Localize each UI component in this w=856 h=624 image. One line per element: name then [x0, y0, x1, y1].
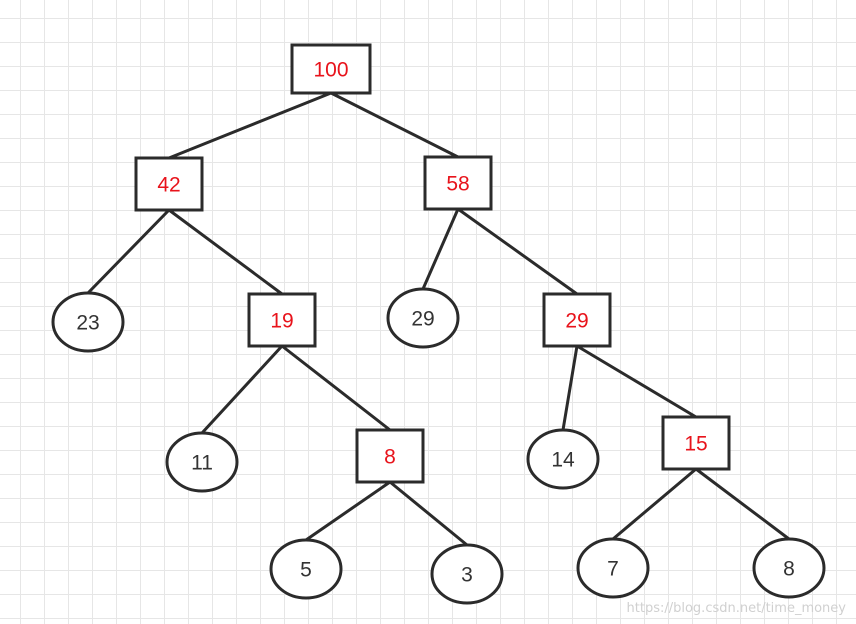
node-box	[423, 155, 493, 211]
leaf-node-n7: 7	[576, 537, 650, 599]
node-value: 23	[76, 312, 99, 335]
node-value: 29	[411, 308, 434, 331]
leaf-node-n14: 14	[526, 428, 600, 490]
edge-n15-n7	[611, 467, 698, 541]
node-ellipse	[430, 543, 504, 605]
node-box	[542, 292, 612, 348]
node-box	[247, 292, 317, 348]
node-value: 8	[384, 446, 396, 469]
node-value: 19	[270, 310, 293, 333]
watermark-text: https://blog.csdn.net/time_money	[626, 601, 846, 616]
node-value: 8	[783, 558, 795, 581]
node-ellipse	[386, 287, 460, 349]
edge-n29b-n15	[575, 344, 698, 419]
tree-nodes: 100 42 58 23 19 29 29 11 8 14 15 5 3 7 8	[51, 43, 826, 605]
node-value: 5	[300, 559, 312, 582]
leaf-node-n3: 3	[430, 543, 504, 605]
internal-node-n15: 15	[661, 415, 731, 471]
node-box	[661, 415, 731, 471]
edge-n8a-n3	[388, 480, 469, 547]
leaf-node-n11: 11	[165, 431, 239, 493]
edge-n42-n19	[167, 208, 284, 296]
internal-node-n100: 100	[290, 43, 372, 95]
node-value: 42	[157, 174, 180, 197]
internal-node-n29b: 29	[542, 292, 612, 348]
node-value: 11	[191, 452, 213, 475]
internal-node-n42: 42	[134, 156, 204, 212]
node-ellipse	[51, 291, 125, 353]
edge-n8a-n5	[304, 480, 392, 542]
edge-n100-n58	[329, 91, 460, 159]
edge-n19-n8a	[280, 344, 392, 432]
node-ellipse	[526, 428, 600, 490]
node-ellipse	[165, 431, 239, 493]
edge-n29b-n14	[561, 344, 579, 432]
edge-n100-n42	[167, 91, 333, 160]
node-box	[134, 156, 204, 212]
internal-node-n8a: 8	[355, 428, 425, 484]
leaf-node-n5: 5	[269, 538, 343, 600]
node-box	[355, 428, 425, 484]
edge-n15-n8b	[694, 467, 791, 541]
node-ellipse	[269, 538, 343, 600]
node-ellipse	[752, 537, 826, 599]
internal-node-n58: 58	[423, 155, 493, 211]
leaf-node-n23: 23	[51, 291, 125, 353]
node-value: 58	[446, 173, 469, 196]
edge-n58-n29b	[456, 207, 579, 296]
internal-node-n19: 19	[247, 292, 317, 348]
node-value: 7	[607, 558, 619, 581]
leaf-node-n8b: 8	[752, 537, 826, 599]
node-value: 15	[684, 433, 707, 456]
node-value: 100	[313, 59, 348, 82]
node-ellipse	[576, 537, 650, 599]
edge-n19-n11	[200, 344, 284, 435]
tree-edges	[86, 91, 791, 547]
node-box	[290, 43, 372, 95]
node-value: 3	[461, 564, 473, 587]
edge-n58-n29a	[421, 207, 460, 291]
node-value: 14	[551, 449, 575, 472]
node-value: 29	[565, 310, 588, 333]
leaf-node-n29a: 29	[386, 287, 460, 349]
edge-n42-n23	[86, 208, 171, 295]
